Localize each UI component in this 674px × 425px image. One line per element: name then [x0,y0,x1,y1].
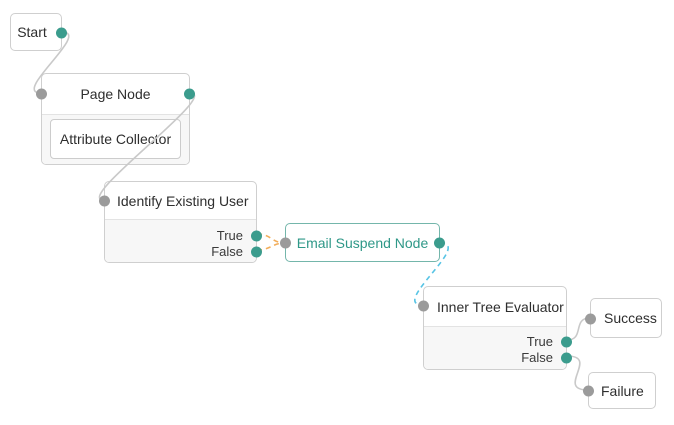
page-node-output-connector[interactable] [184,88,195,100]
outcome-false: False [424,350,572,366]
identify-false-output-connector[interactable] [251,246,262,258]
attribute-collector-node[interactable]: Attribute Collector [50,119,181,159]
identify-existing-user-node[interactable]: Identify Existing User True False [99,181,262,263]
page-node-label: Page Node [80,86,151,102]
page-node-body: Attribute Collector [42,114,189,164]
failure-node-label: Failure [601,382,644,399]
inner-tree-evaluator-node[interactable]: Inner Tree Evaluator True False [418,286,572,370]
start-node-label: Start [17,24,47,40]
identify-true-output-connector[interactable] [251,230,262,242]
identify-existing-user-label: Identify Existing User [117,192,249,209]
inner-tree-true-output-connector[interactable] [561,336,572,348]
start-node[interactable]: Start [10,13,67,51]
start-output-connector[interactable] [56,27,67,39]
outcome-true: True [424,334,572,350]
inner-tree-input-connector[interactable] [418,300,429,312]
failure-input-connector[interactable] [583,385,594,397]
page-node-input-connector[interactable] [36,88,47,100]
failure-node[interactable]: Failure [583,372,656,409]
success-input-connector[interactable] [585,313,596,325]
success-node[interactable]: Success [585,298,662,338]
identify-input-connector[interactable] [99,195,110,207]
email-suspend-node[interactable]: Email Suspend Node [280,223,445,262]
inner-tree-false-output-connector[interactable] [561,352,572,364]
page-node[interactable]: Page Node Attribute Collector [36,73,195,165]
attribute-collector-label: Attribute Collector [59,131,172,147]
email-suspend-input-connector[interactable] [280,237,291,248]
success-node-label: Success [604,310,657,326]
outcome-false: False [105,244,262,260]
inner-tree-evaluator-label: Inner Tree Evaluator [437,298,564,315]
email-suspend-output-connector[interactable] [434,237,445,248]
email-suspend-node-label: Email Suspend Node [296,234,429,251]
outcome-true: True [105,228,262,244]
